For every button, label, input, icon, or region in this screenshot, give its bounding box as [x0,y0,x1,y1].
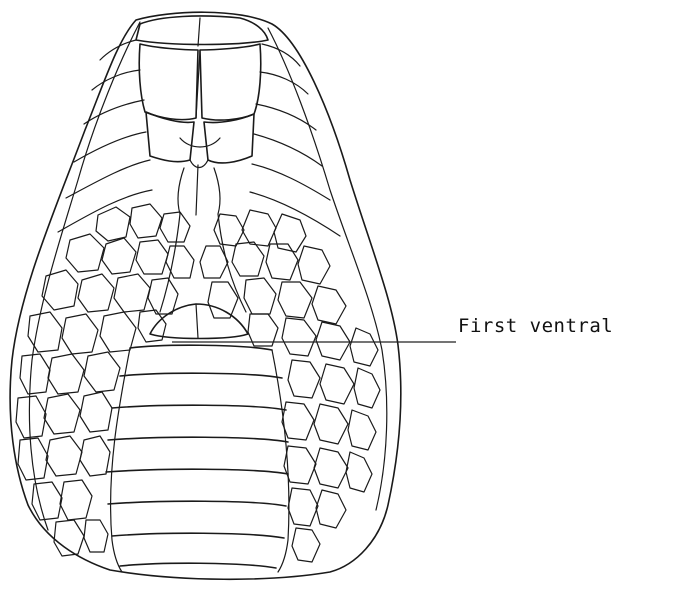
head-outline [10,12,401,579]
right-anterior-plate [200,44,261,120]
first-ventral-label: First ventral [458,317,613,336]
ventral-plates [106,345,288,568]
gular-scales [16,204,380,562]
snout-midline [198,18,200,46]
right-posterior-chin-shield [204,114,254,163]
left-anterior-plate [139,44,198,120]
rostral-scale [136,16,268,45]
